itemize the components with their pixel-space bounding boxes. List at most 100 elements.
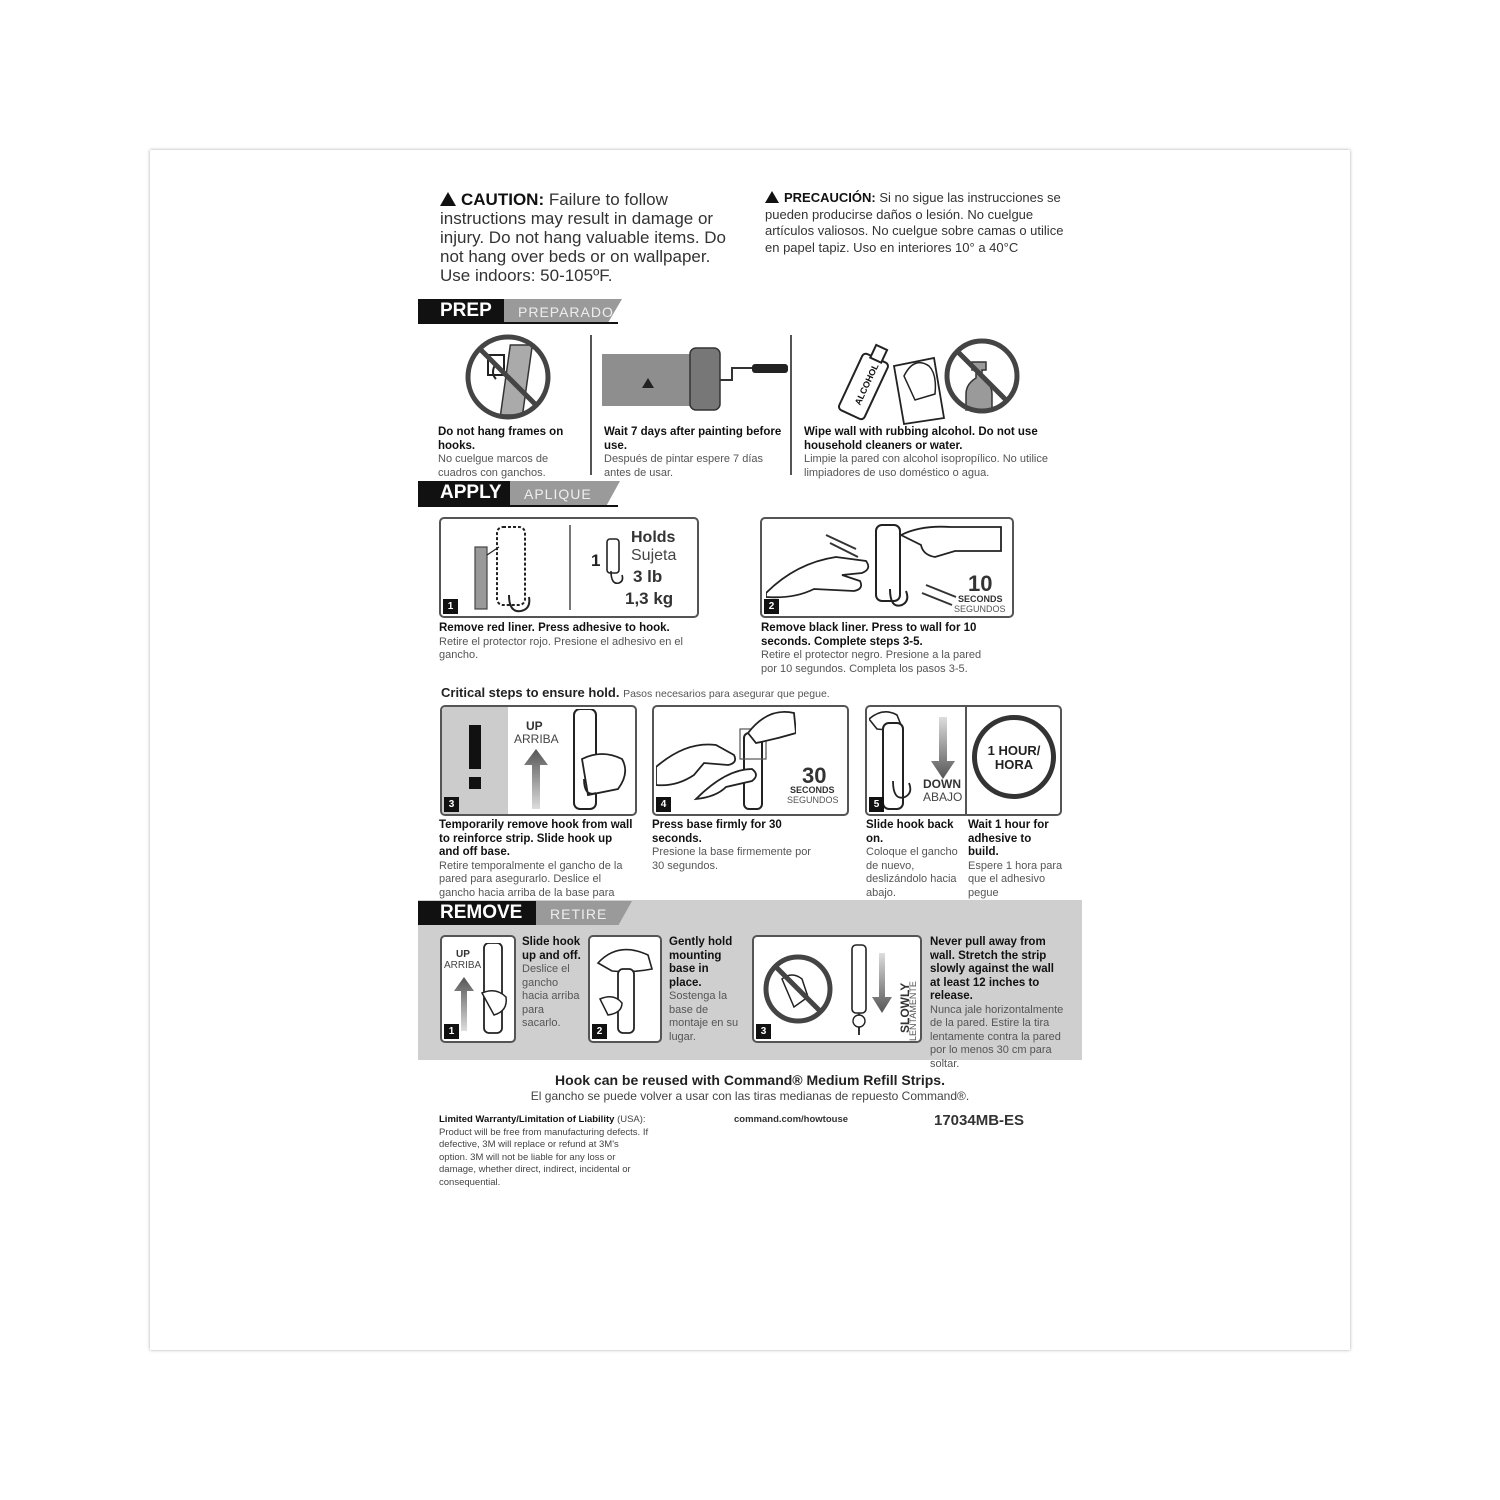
critical-step-3-panel: UP ARRIBA 3 (440, 705, 637, 816)
step-number: 3 (444, 797, 459, 812)
hook-icon (480, 943, 507, 1034)
exclamation-icon (469, 725, 481, 789)
remove-step-3-caption: Never pull away from wall. Stretch the s… (930, 936, 1064, 1071)
divider (590, 335, 592, 475)
holds-count: 1 (591, 551, 601, 570)
apply-title: APPLY (418, 481, 524, 505)
instruction-sheet: CAUTION: Failure to follow instructions … (150, 150, 1350, 1350)
holds-kg: 1,3 kg (625, 589, 674, 608)
remove-step-2-panel: 2 (588, 935, 662, 1043)
paint-roller-icon (602, 347, 788, 411)
remove-title-es: RETIRE (536, 901, 632, 925)
holds-en: Holds (631, 529, 676, 546)
remove-step-1-caption: Slide hook up and off. Deslice el gancho… (522, 936, 584, 1031)
warranty: Limited Warranty/Limitation of Liability… (439, 1114, 649, 1189)
precaucion-label: PRECAUCIÓN: (784, 190, 876, 205)
down-en: DOWN (923, 777, 961, 791)
critical-wait-en: Wait 1 hour for adhesive to build. (968, 819, 1049, 858)
no-pull-icon (763, 954, 833, 1024)
caution-es: PRECAUCIÓN: Si no sigue las instruccione… (765, 190, 1065, 256)
critical-step-5-en: Slide hook back on. (866, 819, 954, 845)
apply-step-2-caption: Remove black liner. Press to wall for 10… (761, 622, 991, 676)
up-es: ARRIBA (444, 960, 482, 971)
remove-step-3-es: Nunca jale horizontalmente de la pared. … (930, 1003, 1064, 1070)
critical-step-4-en: Press base firmly for 30 seconds. (652, 819, 782, 845)
divider (790, 335, 792, 475)
no-spray-icon (944, 338, 1020, 414)
remove-step-1-en: Slide hook up and off. (522, 936, 581, 962)
up-arrow-icon (454, 977, 474, 1031)
no-frames-icon (465, 334, 551, 420)
warranty-text: Product will be free from manufacturing … (439, 1126, 649, 1188)
step-number: 1 (444, 1024, 459, 1039)
stretch-strip-icon (851, 944, 867, 1035)
remove-step-3-panel: SLOWLY LENTAMENTE 3 (752, 935, 922, 1043)
prep-item-3-en: Wipe wall with rubbing alcohol. Do not u… (804, 426, 1038, 452)
caution-text: Failure to follow instructions may resul… (440, 190, 727, 285)
prep-title-es: PREPARADO (504, 299, 622, 323)
prep-header: PREP PREPARADO (418, 299, 628, 323)
seconds-es: SEGUNDOS (787, 795, 839, 805)
howto-url[interactable]: command.com/howtouse (734, 1114, 849, 1125)
prep-item-2-es: Después de pintar espere 7 días antes de… (604, 453, 763, 479)
apply-step-2-panel: 10 SECONDS SEGUNDOS 2 (760, 517, 1014, 618)
critical-step-5-panel: DOWN ABAJO 1 HOUR/ HORA 5 (865, 705, 1062, 816)
critical-step-4-es: Presione la base firmemente por 30 segun… (652, 846, 811, 872)
hand-hook-icon (573, 709, 627, 810)
remove-step-1-es: Deslice el gancho hacia arriba para saca… (522, 963, 580, 1029)
seconds-en: SECONDS (958, 594, 1003, 604)
down-arrow-icon (931, 717, 955, 779)
down-arrow-icon (872, 953, 892, 1013)
apply-step-1-panel: 1 Holds Sujeta 3 lb 1,3 kg 1 (439, 517, 699, 618)
clock-label-en: 1 HOUR/ (987, 743, 1041, 758)
warning-triangle-icon (440, 192, 456, 206)
clock-label: 1 HOUR/ HORA (977, 744, 1051, 772)
remove-step-2-es: Sostenga la base de montaje en su lugar. (669, 990, 739, 1043)
reuse-es: El gancho se puede volver a usar con las… (530, 1089, 970, 1103)
remove-step-3-en: Never pull away from wall. Stretch the s… (930, 936, 1054, 1002)
apply-step-2-en: Remove black liner. Press to wall for 10… (761, 622, 977, 648)
up-arrow-icon (524, 749, 548, 809)
prep-item-1-es: No cuelgue marcos de cuadros con ganchos… (438, 453, 549, 479)
critical-step-4-panel: 30 SECONDS SEGUNDOS 4 (652, 705, 849, 816)
remove-step-1-panel: UP ARRIBA 1 (440, 935, 516, 1043)
step-number: 2 (764, 599, 779, 614)
apply-step-1-caption: Remove red liner. Press adhesive to hook… (439, 622, 709, 663)
remove-step-2-caption: Gently hold mounting base in place. Sost… (669, 936, 743, 1044)
step-number: 5 (869, 797, 884, 812)
seconds-number: 10 (968, 571, 993, 596)
warranty-region: (USA): (617, 1114, 646, 1125)
apply-step-1-es: Retire el protector rojo. Presione el ad… (439, 635, 683, 662)
clock-label-es: HORA (994, 757, 1034, 772)
hook-adhesive-icon (474, 526, 531, 613)
slide-hook-icon (869, 711, 912, 810)
prep-item-2: Wait 7 days after painting before use. D… (604, 426, 784, 480)
press-hook-wall-icon (766, 524, 1002, 607)
prep-item-3: Wipe wall with rubbing alcohol. Do not u… (804, 426, 1062, 480)
remove-band (418, 900, 1082, 1060)
holds-lb: 3 lb (633, 567, 663, 586)
critical-step-4-caption: Press base firmly for 30 seconds. Presio… (652, 819, 812, 873)
reuse-en: Hook can be reused with Command® Medium … (555, 1072, 945, 1088)
critical-step-5-es: Coloque el gancho de nuevo, deslizándolo… (866, 846, 958, 899)
caution-en: CAUTION: Failure to follow instructions … (440, 190, 740, 285)
apply-header: APPLY APLIQUE (418, 481, 628, 505)
seconds-number: 30 (802, 763, 827, 788)
step-number: 4 (656, 797, 671, 812)
prep-rule (418, 322, 618, 324)
clock-icon: 1 HOUR/ HORA (972, 715, 1056, 799)
remove-step-2-en: Gently hold mounting base in place. (669, 936, 733, 989)
alcohol-wipe-icon: ALCOHOL (837, 343, 946, 426)
remove-title: REMOVE (418, 901, 550, 925)
precaucion-text: Si no sigue las instrucciones se pueden … (765, 190, 1064, 255)
apply-rule (418, 505, 618, 507)
critical-step-3-caption: Temporarily remove hook from wall to rei… (439, 819, 635, 914)
small-hook-icon (606, 538, 624, 585)
warning-triangle-icon (765, 191, 779, 203)
prep-item-1: Do not hang frames on hooks. No cuelgue … (438, 426, 588, 480)
slowly-es: LENTAMENTE (908, 981, 918, 1041)
product-code: 17034MB-ES (934, 1112, 1025, 1129)
critical-step-5-caption: Slide hook back on. Coloque el gancho de… (866, 819, 962, 900)
step-number: 1 (443, 599, 458, 614)
seconds-en: SECONDS (790, 785, 835, 795)
